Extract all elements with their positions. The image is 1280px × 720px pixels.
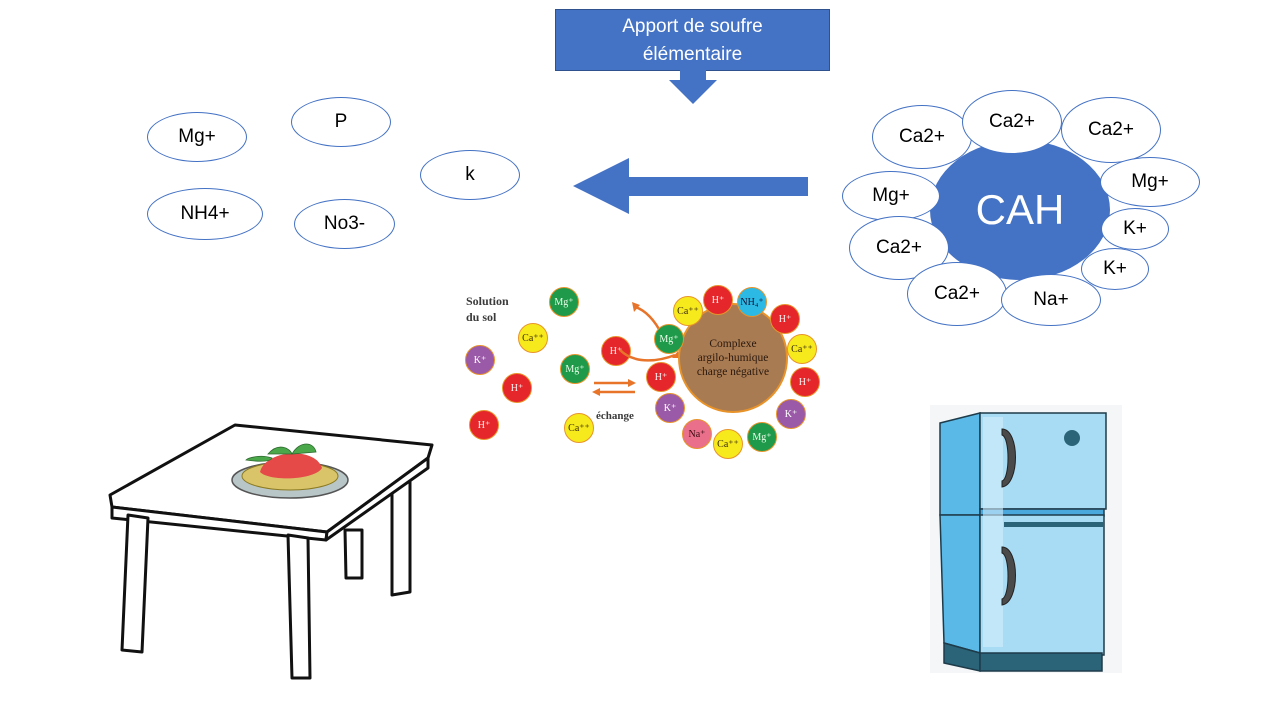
callout-line-2: élémentaire — [642, 44, 743, 65]
oval-label: k — [465, 164, 475, 185]
complex-ion: H⁺ — [646, 362, 676, 392]
solution-label-line-2: du sol — [466, 310, 497, 324]
oval-label: P — [334, 111, 348, 132]
ion-label: K+ — [1103, 258, 1127, 279]
ion-label: K⁺ — [784, 408, 798, 420]
complex-ion: Ca⁺⁺ — [713, 429, 743, 459]
solution-ion: H⁺ — [469, 410, 499, 440]
ion-label: H⁺ — [510, 382, 524, 394]
refrigerator-illustration — [930, 405, 1122, 673]
cah-ion: Ca2+ — [907, 262, 1007, 326]
solution-ion: Mg⁺ — [549, 287, 579, 317]
complex-ion: Mg⁺ — [654, 324, 684, 354]
complex-ion: NH₄⁺ — [737, 287, 767, 317]
nutrient-oval-k: k — [420, 150, 520, 200]
callout-line-1: Apport de soufre — [622, 16, 763, 37]
ion-label: K+ — [1123, 218, 1147, 239]
ion-label: Mg+ — [1131, 171, 1169, 192]
oval-label: Mg+ — [178, 126, 216, 147]
complex-ion: Mg⁺ — [747, 422, 777, 452]
nutrient-oval-nh4: NH4+ — [147, 188, 263, 240]
complex-label-line-3: charge négative — [696, 366, 770, 378]
cah-ion: Ca2+ — [872, 105, 972, 169]
ion-label: Mg⁺ — [565, 363, 585, 375]
oval-label: No3- — [323, 213, 366, 234]
ion-label: Ca2+ — [934, 283, 980, 304]
cah-ion: K+ — [1101, 208, 1169, 250]
complex-ion: Na⁺ — [682, 419, 712, 449]
ion-label: H⁺ — [477, 419, 491, 431]
cah-ion: Mg+ — [842, 171, 940, 221]
complex-ion: Ca⁺⁺ — [787, 334, 817, 364]
exchange-label: échange — [596, 410, 634, 422]
ion-label: Ca⁺⁺ — [717, 438, 739, 450]
ion-label: H⁺ — [609, 345, 623, 357]
ion-label: Mg⁺ — [659, 333, 679, 345]
solution-ion: Ca⁺⁺ — [518, 323, 548, 353]
ion-label: K⁺ — [663, 402, 677, 414]
complex-ion: Ca⁺⁺ — [673, 296, 703, 326]
ion-label: Mg⁺ — [752, 431, 772, 443]
ion-label: H⁺ — [711, 294, 725, 306]
ion-label: Ca2+ — [989, 111, 1035, 132]
exchange-arrows-icon — [592, 302, 680, 396]
solution-ion: H⁺ — [601, 336, 631, 366]
table-illustration — [108, 423, 434, 680]
complex-ion: K⁺ — [655, 393, 685, 423]
nutrient-oval-p: P — [291, 97, 391, 147]
ion-label: Na⁺ — [688, 428, 706, 440]
cah-ion: K+ — [1081, 248, 1149, 290]
complex-label-line-1: Complexe — [709, 338, 757, 350]
cah-ion: Na+ — [1001, 274, 1101, 326]
complex-ion: H⁺ — [703, 285, 733, 315]
down-arrow-icon — [669, 70, 717, 104]
ion-label: Mg⁺ — [554, 296, 574, 308]
cah-ion: Ca2+ — [1061, 97, 1161, 163]
ion-label: Ca⁺⁺ — [522, 332, 544, 344]
ion-label: Ca⁺⁺ — [791, 343, 813, 355]
ion-label: Ca⁺⁺ — [677, 305, 699, 317]
ion-label: H⁺ — [798, 376, 812, 388]
spaghetti-plate-icon — [231, 443, 349, 499]
ion-label: K⁺ — [473, 354, 487, 366]
cah-ion: Mg+ — [1100, 157, 1200, 207]
nutrient-oval-no3: No3- — [294, 199, 395, 249]
left-arrow-icon — [573, 158, 808, 214]
complex-label-line-2: argilo-humique — [697, 352, 769, 364]
sulfur-input-callout: Apport de soufre élémentaire — [555, 9, 830, 71]
soil-solution-label: Solution du sol — [466, 293, 509, 325]
ion-label: NH₄⁺ — [740, 296, 764, 308]
solution-ion: Ca⁺⁺ — [564, 413, 594, 443]
cah-ion: Ca2+ — [962, 90, 1062, 154]
ion-label: Mg+ — [872, 185, 910, 206]
ion-label: Ca2+ — [876, 237, 922, 258]
complex-ion: H⁺ — [790, 367, 820, 397]
nutrient-oval-mg: Mg+ — [147, 112, 247, 162]
complex-ion: H⁺ — [770, 304, 800, 334]
cah-complex: CAH — [930, 140, 1110, 280]
ion-label: H⁺ — [778, 313, 792, 325]
complex-ion: K⁺ — [776, 399, 806, 429]
solution-label-line-1: Solution — [466, 294, 509, 308]
cah-label: CAH — [975, 186, 1065, 233]
oval-label: NH4+ — [180, 203, 230, 224]
solution-ion: K⁺ — [465, 345, 495, 375]
ion-label: Ca2+ — [1088, 119, 1134, 140]
solution-ion: Mg⁺ — [560, 354, 590, 384]
ion-label: Na+ — [1033, 289, 1069, 310]
ion-label: Ca⁺⁺ — [568, 422, 590, 434]
ion-label: Ca2+ — [899, 126, 945, 147]
solution-ion: H⁺ — [502, 373, 532, 403]
ion-label: H⁺ — [654, 371, 668, 383]
